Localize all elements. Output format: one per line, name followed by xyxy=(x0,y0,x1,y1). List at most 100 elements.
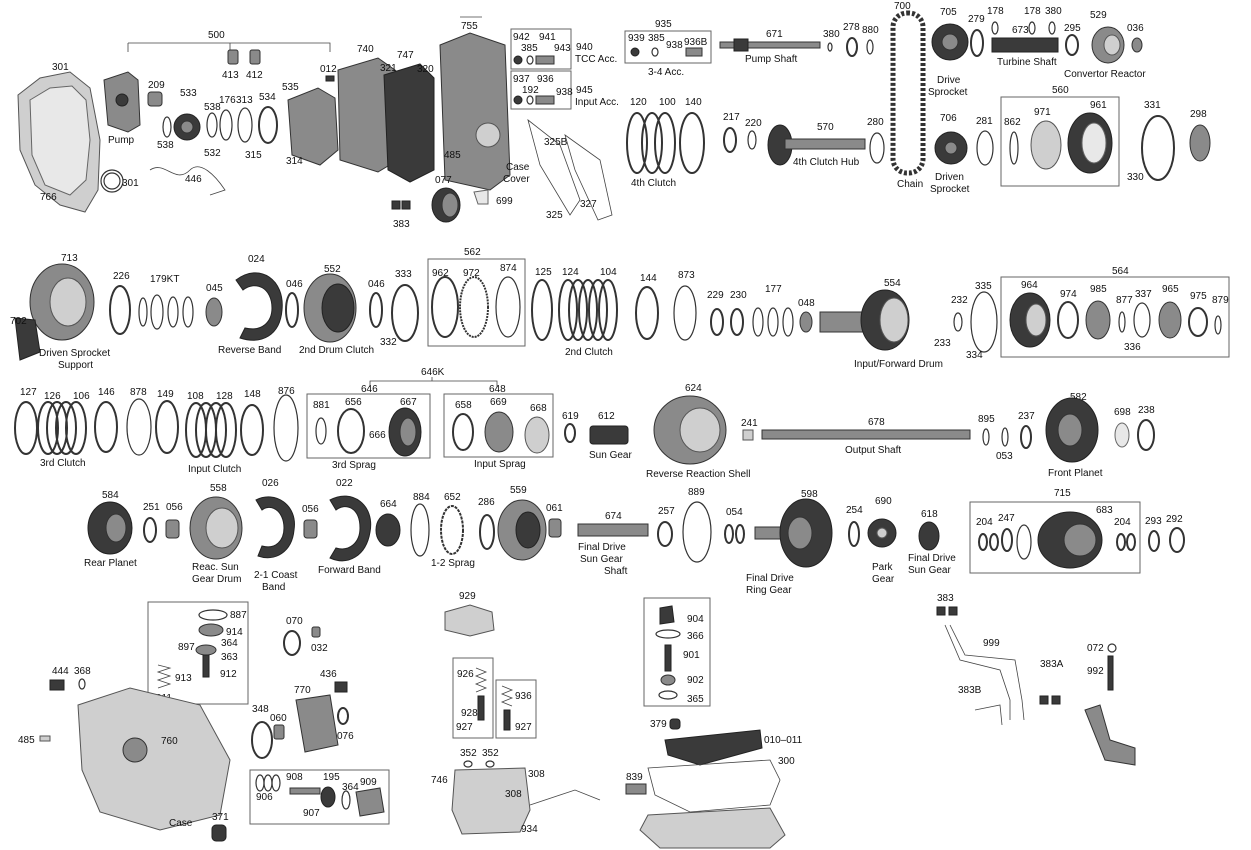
label-279: 279 xyxy=(968,14,985,25)
label-669: 669 xyxy=(490,397,507,408)
caption-fd-sun-gear-shaft-3: Shaft xyxy=(604,566,628,577)
label-927b: 927 xyxy=(515,722,532,733)
label-149: 149 xyxy=(157,389,174,400)
label-935: 935 xyxy=(655,19,672,30)
label-646k: 646K xyxy=(421,367,445,378)
label-315: 315 xyxy=(245,150,262,161)
label-529: 529 xyxy=(1090,10,1107,21)
caption-tcc-acc: TCC Acc. xyxy=(575,54,617,65)
label-327: 327 xyxy=(580,199,597,210)
label-060: 060 xyxy=(270,713,287,724)
part-746 xyxy=(451,767,531,835)
part-313 xyxy=(237,107,253,143)
label-873: 873 xyxy=(678,270,695,281)
part-879 xyxy=(1214,315,1222,335)
caption-coast-band-1: 2-1 Coast xyxy=(254,570,298,581)
part-204a xyxy=(978,533,999,551)
label-904: 904 xyxy=(687,614,704,625)
label-230: 230 xyxy=(730,290,747,301)
caption-4th-clutch-hub: 4th Clutch Hub xyxy=(793,157,860,168)
label-646: 646 xyxy=(361,384,378,395)
part-292 xyxy=(1169,527,1185,553)
part-sun-gear xyxy=(589,425,629,445)
label-195: 195 xyxy=(323,772,340,783)
caption-park-gear-2: Gear xyxy=(872,574,895,585)
label-619: 619 xyxy=(562,411,579,422)
label-314: 314 xyxy=(286,156,303,167)
label-702: 702 xyxy=(10,316,27,327)
part-032 xyxy=(311,626,321,638)
part-664 xyxy=(375,513,401,547)
part-148 xyxy=(240,404,264,456)
caption-reac-sun-gear-drum-2: Gear Drum xyxy=(192,574,241,585)
label-942: 942 xyxy=(513,32,530,43)
part-case-bore xyxy=(122,737,148,763)
part-333 xyxy=(391,284,419,342)
box-562 xyxy=(427,258,526,347)
label-330: 330 xyxy=(1127,172,1144,183)
label-974: 974 xyxy=(1060,289,1077,300)
part-front-planet xyxy=(1045,397,1099,463)
label-533: 533 xyxy=(180,88,197,99)
part-4th-clutch-hub xyxy=(767,124,866,166)
label-308b: 308 xyxy=(505,789,522,800)
label-926: 926 xyxy=(457,669,474,680)
part-972 xyxy=(459,276,489,338)
part-178a xyxy=(991,21,999,35)
label-972: 972 xyxy=(463,268,480,279)
caption-34-acc: 3-4 Acc. xyxy=(648,67,684,78)
label-962: 962 xyxy=(432,268,449,279)
label-961: 961 xyxy=(1090,100,1107,111)
label-880: 880 xyxy=(862,25,879,36)
part-070 xyxy=(283,630,301,656)
caption-driven-sprocket-support-2: Support xyxy=(58,360,93,371)
label-100: 100 xyxy=(659,97,676,108)
label-352a: 352 xyxy=(460,748,477,759)
label-715: 715 xyxy=(1054,488,1071,499)
label-673: 673 xyxy=(1012,25,1029,36)
label-436: 436 xyxy=(320,669,337,680)
caption-case: Case xyxy=(169,818,193,829)
label-500: 500 xyxy=(208,30,225,41)
label-747: 747 xyxy=(397,50,414,61)
part-839 xyxy=(625,783,647,795)
label-667: 667 xyxy=(400,397,417,408)
label-612: 612 xyxy=(598,411,615,422)
caption-pump: Pump xyxy=(108,135,135,146)
label-364a: 364 xyxy=(221,638,238,649)
caption-fd-sun-gear-1: Final Drive xyxy=(908,553,956,564)
label-380b: 380 xyxy=(1045,6,1062,17)
label-295: 295 xyxy=(1064,23,1081,34)
box-564 xyxy=(1000,276,1230,358)
label-937: 937 xyxy=(513,74,530,85)
part-380b xyxy=(1048,21,1056,35)
part-146 xyxy=(94,401,118,453)
label-337: 337 xyxy=(1135,289,1152,300)
label-746: 746 xyxy=(431,775,448,786)
label-656: 656 xyxy=(345,397,362,408)
part-reverse-band xyxy=(235,272,283,341)
part-177 xyxy=(752,307,794,337)
part-974 xyxy=(1057,301,1079,339)
label-176: 176 xyxy=(219,95,236,106)
label-698: 698 xyxy=(1114,407,1131,418)
label-251: 251 xyxy=(143,502,160,513)
part-229 xyxy=(710,308,724,336)
part-559-drum xyxy=(497,499,547,561)
part-case-cover xyxy=(439,32,511,191)
label-104: 104 xyxy=(600,267,617,278)
caption-park-gear-1: Park xyxy=(872,562,894,573)
part-case xyxy=(77,687,231,831)
part-295 xyxy=(1065,34,1079,56)
caption-turbine-shaft: Turbine Shaft xyxy=(997,57,1057,68)
label-380a: 380 xyxy=(823,29,840,40)
label-217: 217 xyxy=(723,112,740,123)
label-333: 333 xyxy=(395,269,412,280)
part-877 xyxy=(1118,311,1126,333)
label-226: 226 xyxy=(113,271,130,282)
label-538b: 538 xyxy=(204,102,221,113)
label-144: 144 xyxy=(640,273,657,284)
part-176 xyxy=(219,109,233,141)
caption-3rd-sprag: 3rd Sprag xyxy=(332,460,376,471)
part-286 xyxy=(479,514,495,550)
